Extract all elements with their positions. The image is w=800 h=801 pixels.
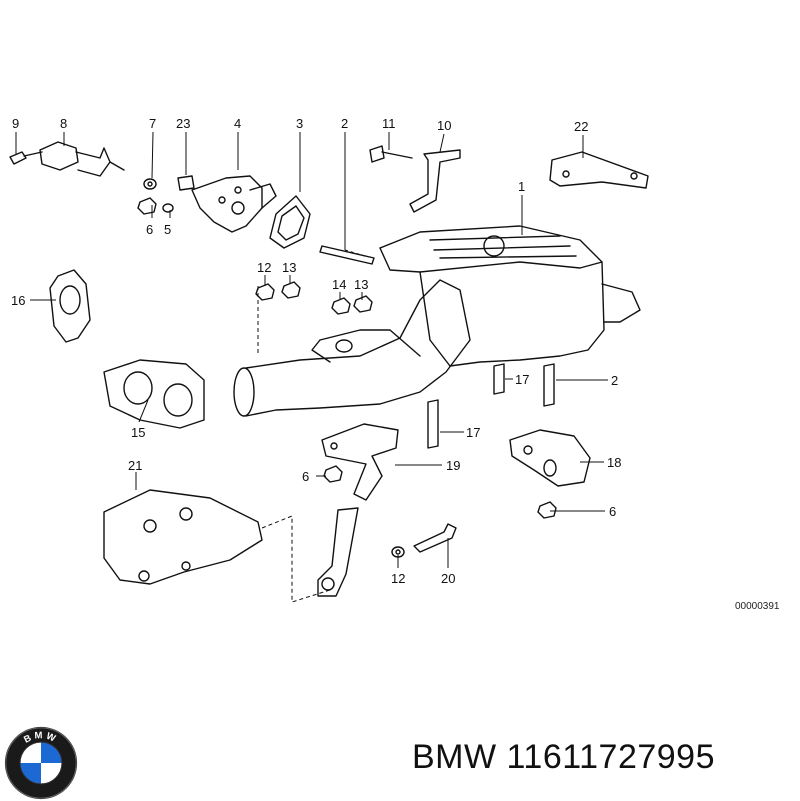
label-20: 20 — [441, 571, 455, 586]
washer-5 — [162, 203, 174, 213]
leader-lines — [15, 131, 608, 603]
stud-17-bottom — [427, 399, 439, 449]
exhaust-pipe — [233, 279, 471, 417]
reference-code: 00000391 — [735, 601, 780, 612]
gasket-3 — [269, 195, 311, 249]
nut-6-top — [137, 197, 157, 215]
bolt-11 — [369, 145, 413, 163]
bracket-21 — [103, 489, 263, 585]
bmw-logo: BMW — [4, 726, 78, 800]
label-5: 5 — [164, 222, 171, 237]
nut-14 — [331, 297, 351, 315]
label-6-mid: 6 — [302, 469, 309, 484]
nut-6-mid — [323, 465, 343, 483]
label-2-right: 2 — [611, 373, 618, 388]
bolt-9 — [9, 151, 43, 165]
label-8: 8 — [60, 116, 67, 131]
valve-4 — [191, 175, 277, 233]
label-21: 21 — [128, 458, 142, 473]
nut-13-left — [281, 281, 301, 299]
washer-12-bottom — [391, 546, 405, 558]
label-12-top: 12 — [257, 260, 271, 275]
nut-12-top — [255, 283, 275, 301]
label-16: 16 — [11, 293, 25, 308]
bracket-18 — [509, 429, 591, 487]
label-10: 10 — [437, 118, 451, 133]
label-1: 1 — [518, 179, 525, 194]
stud-2-top — [319, 245, 375, 265]
manifold-1 — [379, 225, 641, 367]
bracket-19 — [321, 423, 399, 501]
label-19: 19 — [446, 458, 460, 473]
stud-23 — [177, 175, 195, 191]
nut-6-right — [537, 501, 557, 519]
bracket-22 — [549, 151, 649, 189]
label-9: 9 — [12, 116, 19, 131]
nut-13-right — [353, 295, 373, 313]
label-13-right: 13 — [354, 277, 368, 292]
gasket-16 — [49, 269, 91, 343]
bracket-10 — [409, 149, 461, 213]
washer-7 — [143, 178, 157, 190]
bolt-20 — [413, 523, 457, 553]
label-3: 3 — [296, 116, 303, 131]
label-2-top: 2 — [341, 116, 348, 131]
gasket-15 — [103, 359, 205, 429]
stud-2-right — [543, 363, 555, 407]
label-12-bottom: 12 — [391, 571, 405, 586]
part-number-caption: BMW 11611727995 — [412, 738, 715, 776]
part-labels: 9 8 7 23 4 3 2 11 10 22 1 6 5 12 13 14 1… — [11, 116, 621, 586]
label-23: 23 — [176, 116, 190, 131]
label-7: 7 — [149, 116, 156, 131]
stud-17-left — [493, 363, 505, 395]
strut — [317, 507, 359, 597]
label-6-right: 6 — [609, 504, 616, 519]
label-17-bottom: 17 — [466, 425, 480, 440]
sensor-8 — [39, 141, 125, 177]
label-14: 14 — [332, 277, 346, 292]
label-11: 11 — [382, 116, 396, 131]
logo-lettering: BMW — [22, 730, 59, 746]
label-15: 15 — [131, 425, 145, 440]
label-13-left: 13 — [282, 260, 296, 275]
label-22: 22 — [574, 119, 588, 134]
label-4: 4 — [234, 116, 241, 131]
label-17-right: 17 — [515, 372, 529, 387]
label-6-top: 6 — [146, 222, 153, 237]
label-18: 18 — [607, 455, 621, 470]
